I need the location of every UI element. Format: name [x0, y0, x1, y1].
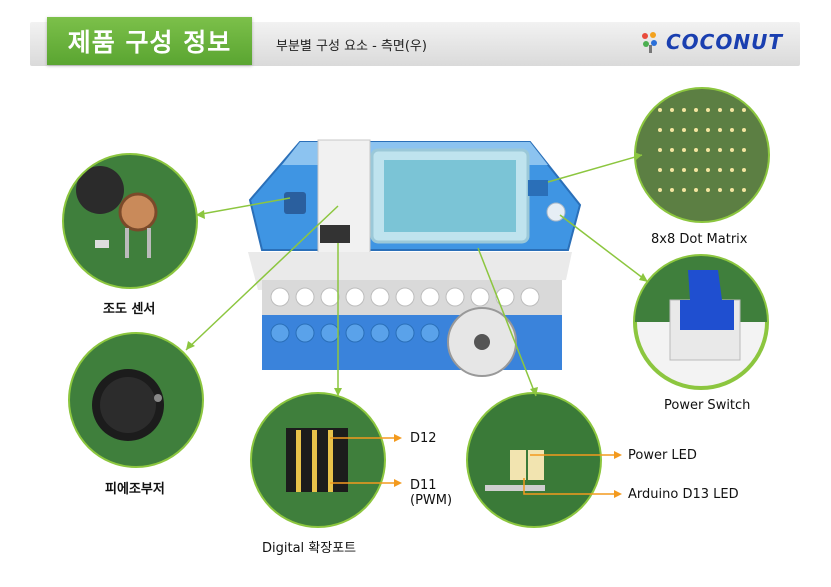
label-piezo-buzzer: 피에조부저 [105, 482, 165, 497]
orange-arrowheads [394, 434, 622, 498]
piezo-buzzer-photo [68, 332, 204, 468]
label-light-sensor: 조도 센서 [103, 302, 156, 317]
dot-matrix-photo [634, 87, 770, 223]
coconut-logo-icon [642, 32, 657, 53]
light-sensor-photo [62, 153, 198, 289]
label-d12: D12 [410, 431, 437, 446]
page-subtitle: 부분별 구성 요소 - 측면(우) [276, 39, 427, 54]
led-photo [466, 392, 602, 528]
digital-port-photo [250, 392, 386, 528]
page-title: 제품 구성 정보 [47, 17, 252, 65]
label-dot-matrix: 8x8 Dot Matrix [651, 232, 748, 247]
orange-callouts [330, 437, 618, 495]
label-power-switch: Power Switch [664, 398, 751, 413]
label-power-led: Power LED [628, 448, 697, 463]
callout-lines [185, 154, 649, 397]
label-d11-pwm: D11 (PWM) [410, 478, 453, 508]
robot-studs-blue [270, 323, 440, 343]
coconut-logo: COCONUT [640, 30, 783, 54]
label-digital-port: Digital 확장포트 [262, 541, 357, 556]
label-d13-led: Arduino D13 LED [628, 487, 739, 502]
robot-body [248, 139, 582, 377]
logo-text: COCONUT [666, 30, 783, 54]
power-switch-photo [633, 254, 769, 390]
callout-arrowheads [186, 152, 648, 396]
robot-studs [270, 287, 540, 307]
